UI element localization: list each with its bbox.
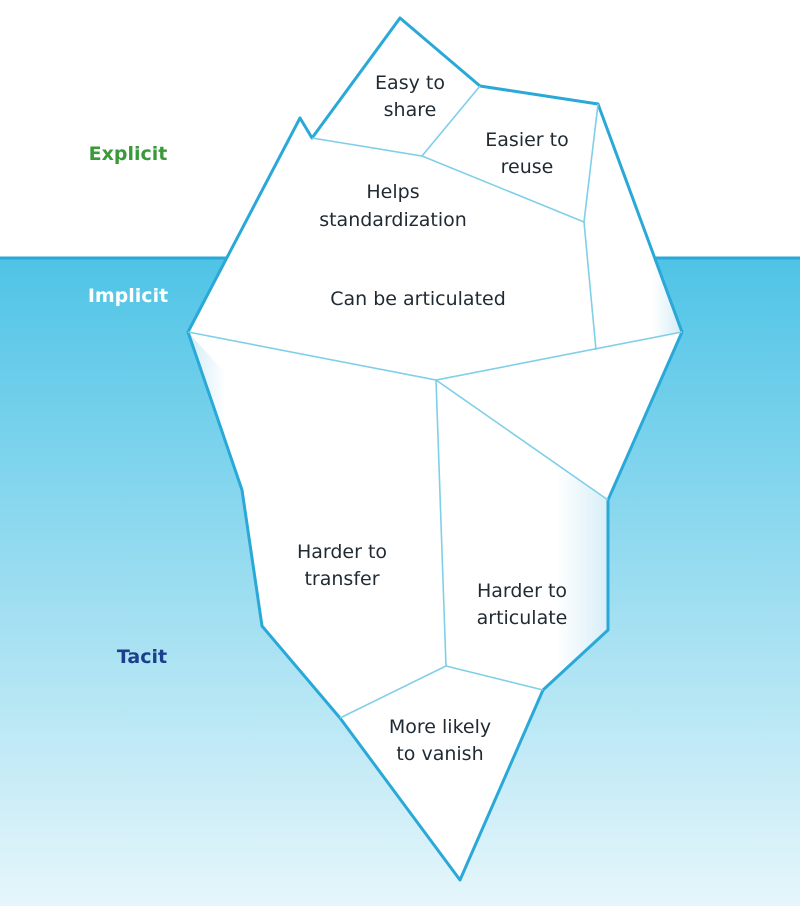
harder-transfer-label-2: transfer xyxy=(304,568,379,590)
easy-share-label: Easy to xyxy=(375,72,445,94)
easier-reuse-label: Easier to xyxy=(485,129,568,151)
facet-right-shade xyxy=(584,104,682,350)
easier-reuse-label-2: reuse xyxy=(501,156,554,178)
harder-transfer-label: Harder to xyxy=(297,541,387,563)
vanish-label-2: to vanish xyxy=(396,743,483,765)
tacit-label: Tacit xyxy=(117,646,167,668)
iceberg-outline xyxy=(186,16,684,882)
explicit-label: Explicit xyxy=(89,143,168,165)
facet-mid-shade xyxy=(436,380,608,690)
implicit-label: Implicit xyxy=(88,285,168,307)
articulated-label: Can be articulated xyxy=(330,288,506,310)
helps-standardization-label-2: standardization xyxy=(319,209,467,231)
vanish-label: More likely xyxy=(389,716,491,738)
facet-lines xyxy=(187,85,683,719)
harder-articulate-label: Harder to xyxy=(477,580,567,602)
facet-left-shade xyxy=(188,332,340,718)
easy-share-label-2: share xyxy=(384,99,437,121)
helps-standardization-label: Helps xyxy=(366,181,419,203)
harder-articulate-label-2: articulate xyxy=(477,607,568,629)
